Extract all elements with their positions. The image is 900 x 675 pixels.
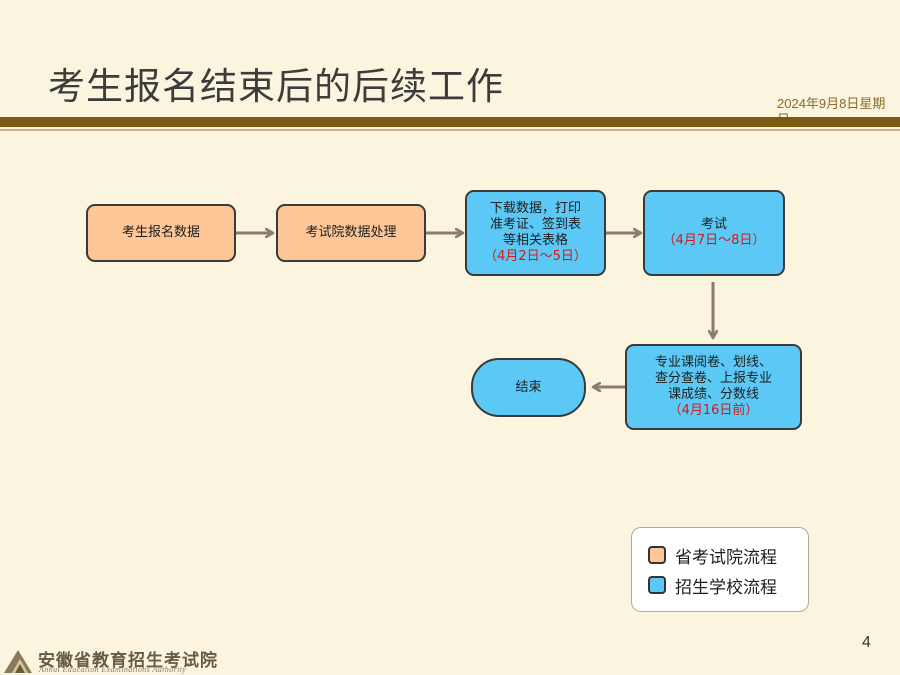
- date-stamp: 2024年9月8日星期日: [777, 96, 886, 118]
- legend-swatch-blue: [648, 576, 666, 594]
- page-number: 4: [862, 634, 871, 651]
- legend-label: 省考试院流程: [675, 547, 777, 568]
- flow-node-registration-data: 考生报名数据: [86, 204, 236, 262]
- node-line: 查分查卷、上报专业: [654, 371, 772, 386]
- mountain-logo-icon: [4, 650, 32, 673]
- node-date: （4月7日～8日）: [662, 233, 766, 248]
- org-logo: 安徽省教育招生考试院 Anhui Education Examinations …: [0, 644, 240, 675]
- page-title: 考生报名结束后的后续工作: [48, 65, 504, 108]
- legend-swatch-orange: [648, 546, 666, 564]
- node-date: （4月16日前）: [668, 403, 759, 418]
- node-line: 专业课阅卷、划线、: [654, 355, 772, 370]
- node-label: 考试院数据处理: [305, 225, 397, 240]
- node-line: 等相关表格: [502, 233, 568, 248]
- flow-node-end: 结束: [471, 358, 586, 417]
- flow-node-exam: 考试 （4月7日～8日）: [643, 190, 785, 276]
- node-line: 下载数据，打印: [489, 201, 581, 216]
- org-name-cn: 安徽省教育招生考试院: [38, 651, 218, 671]
- node-label: 结束: [515, 379, 542, 395]
- legend-item-provincial: 省考试院流程: [648, 543, 777, 568]
- node-label: 考生报名数据: [121, 225, 200, 240]
- node-label: 考试: [700, 217, 727, 232]
- node-line: 课成绩、分数线: [667, 387, 759, 402]
- flow-node-download-print: 下载数据，打印 准考证、签到表 等相关表格 （4月2日～5日）: [465, 190, 606, 276]
- flow-node-data-processing: 考试院数据处理: [276, 204, 426, 262]
- legend: 省考试院流程 招生学校流程: [631, 527, 809, 612]
- org-name-en: Anhui Education Examinations Authority: [39, 665, 187, 674]
- header-rule: [0, 117, 900, 127]
- legend-item-school: 招生学校流程: [648, 573, 777, 598]
- legend-label: 招生学校流程: [675, 577, 777, 598]
- flow-node-grading: 专业课阅卷、划线、 查分查卷、上报专业 课成绩、分数线 （4月16日前）: [625, 344, 802, 430]
- header-rule-thin: [0, 129, 900, 131]
- node-line: 准考证、签到表: [489, 217, 581, 232]
- node-date: （4月2日～5日）: [484, 249, 587, 264]
